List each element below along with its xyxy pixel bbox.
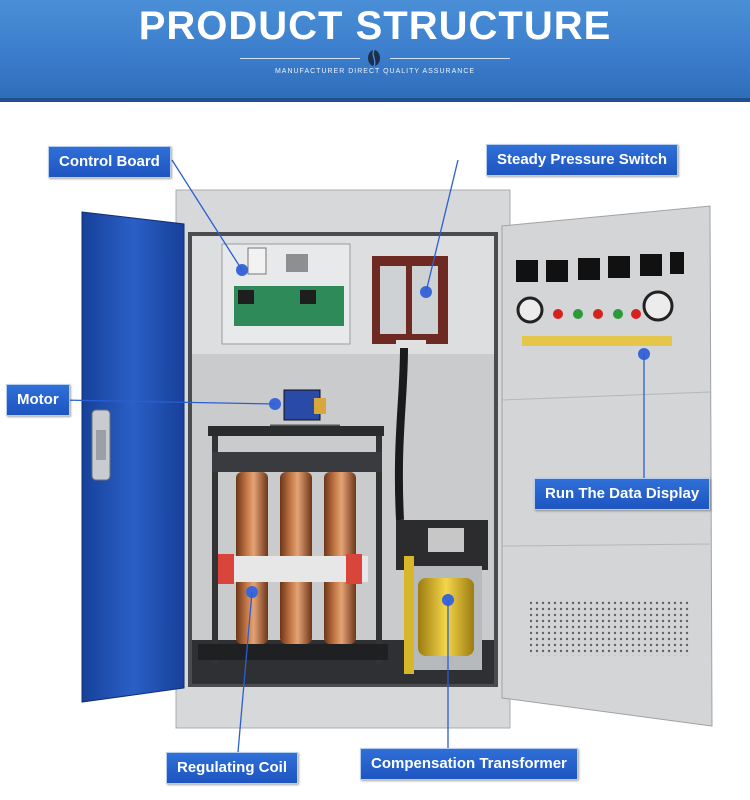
header-divider-left xyxy=(240,58,360,59)
callout-compensation-transformer: Compensation Transformer xyxy=(360,748,578,780)
control-board-pcb xyxy=(221,243,351,345)
header-divider-right xyxy=(390,58,510,59)
callout-regulating-coil: Regulating Coil xyxy=(166,752,298,784)
coffee-bean-icon xyxy=(368,49,380,67)
callout-run-data-display: Run The Data Display xyxy=(534,478,711,510)
main-cable xyxy=(394,347,408,521)
left-door xyxy=(81,211,185,703)
regulating-coil xyxy=(198,426,388,664)
steady-pressure-switch xyxy=(372,256,448,350)
callout-motor: Motor xyxy=(6,384,70,416)
page-title: PRODUCT STRUCTURE xyxy=(138,4,612,48)
right-door xyxy=(501,205,713,727)
header-subtitle: MANUFACTURER DIRECT QUALITY ASSURANCE xyxy=(274,68,476,75)
compensation-transformer xyxy=(396,520,488,674)
header-banner: PRODUCT STRUCTURE MANUFACTURER DIRECT QU… xyxy=(0,0,750,102)
callout-leader-lines xyxy=(59,159,645,753)
callout-steady-pressure-switch: Steady Pressure Switch xyxy=(486,144,679,176)
callout-control-board: Control Board xyxy=(48,146,171,178)
